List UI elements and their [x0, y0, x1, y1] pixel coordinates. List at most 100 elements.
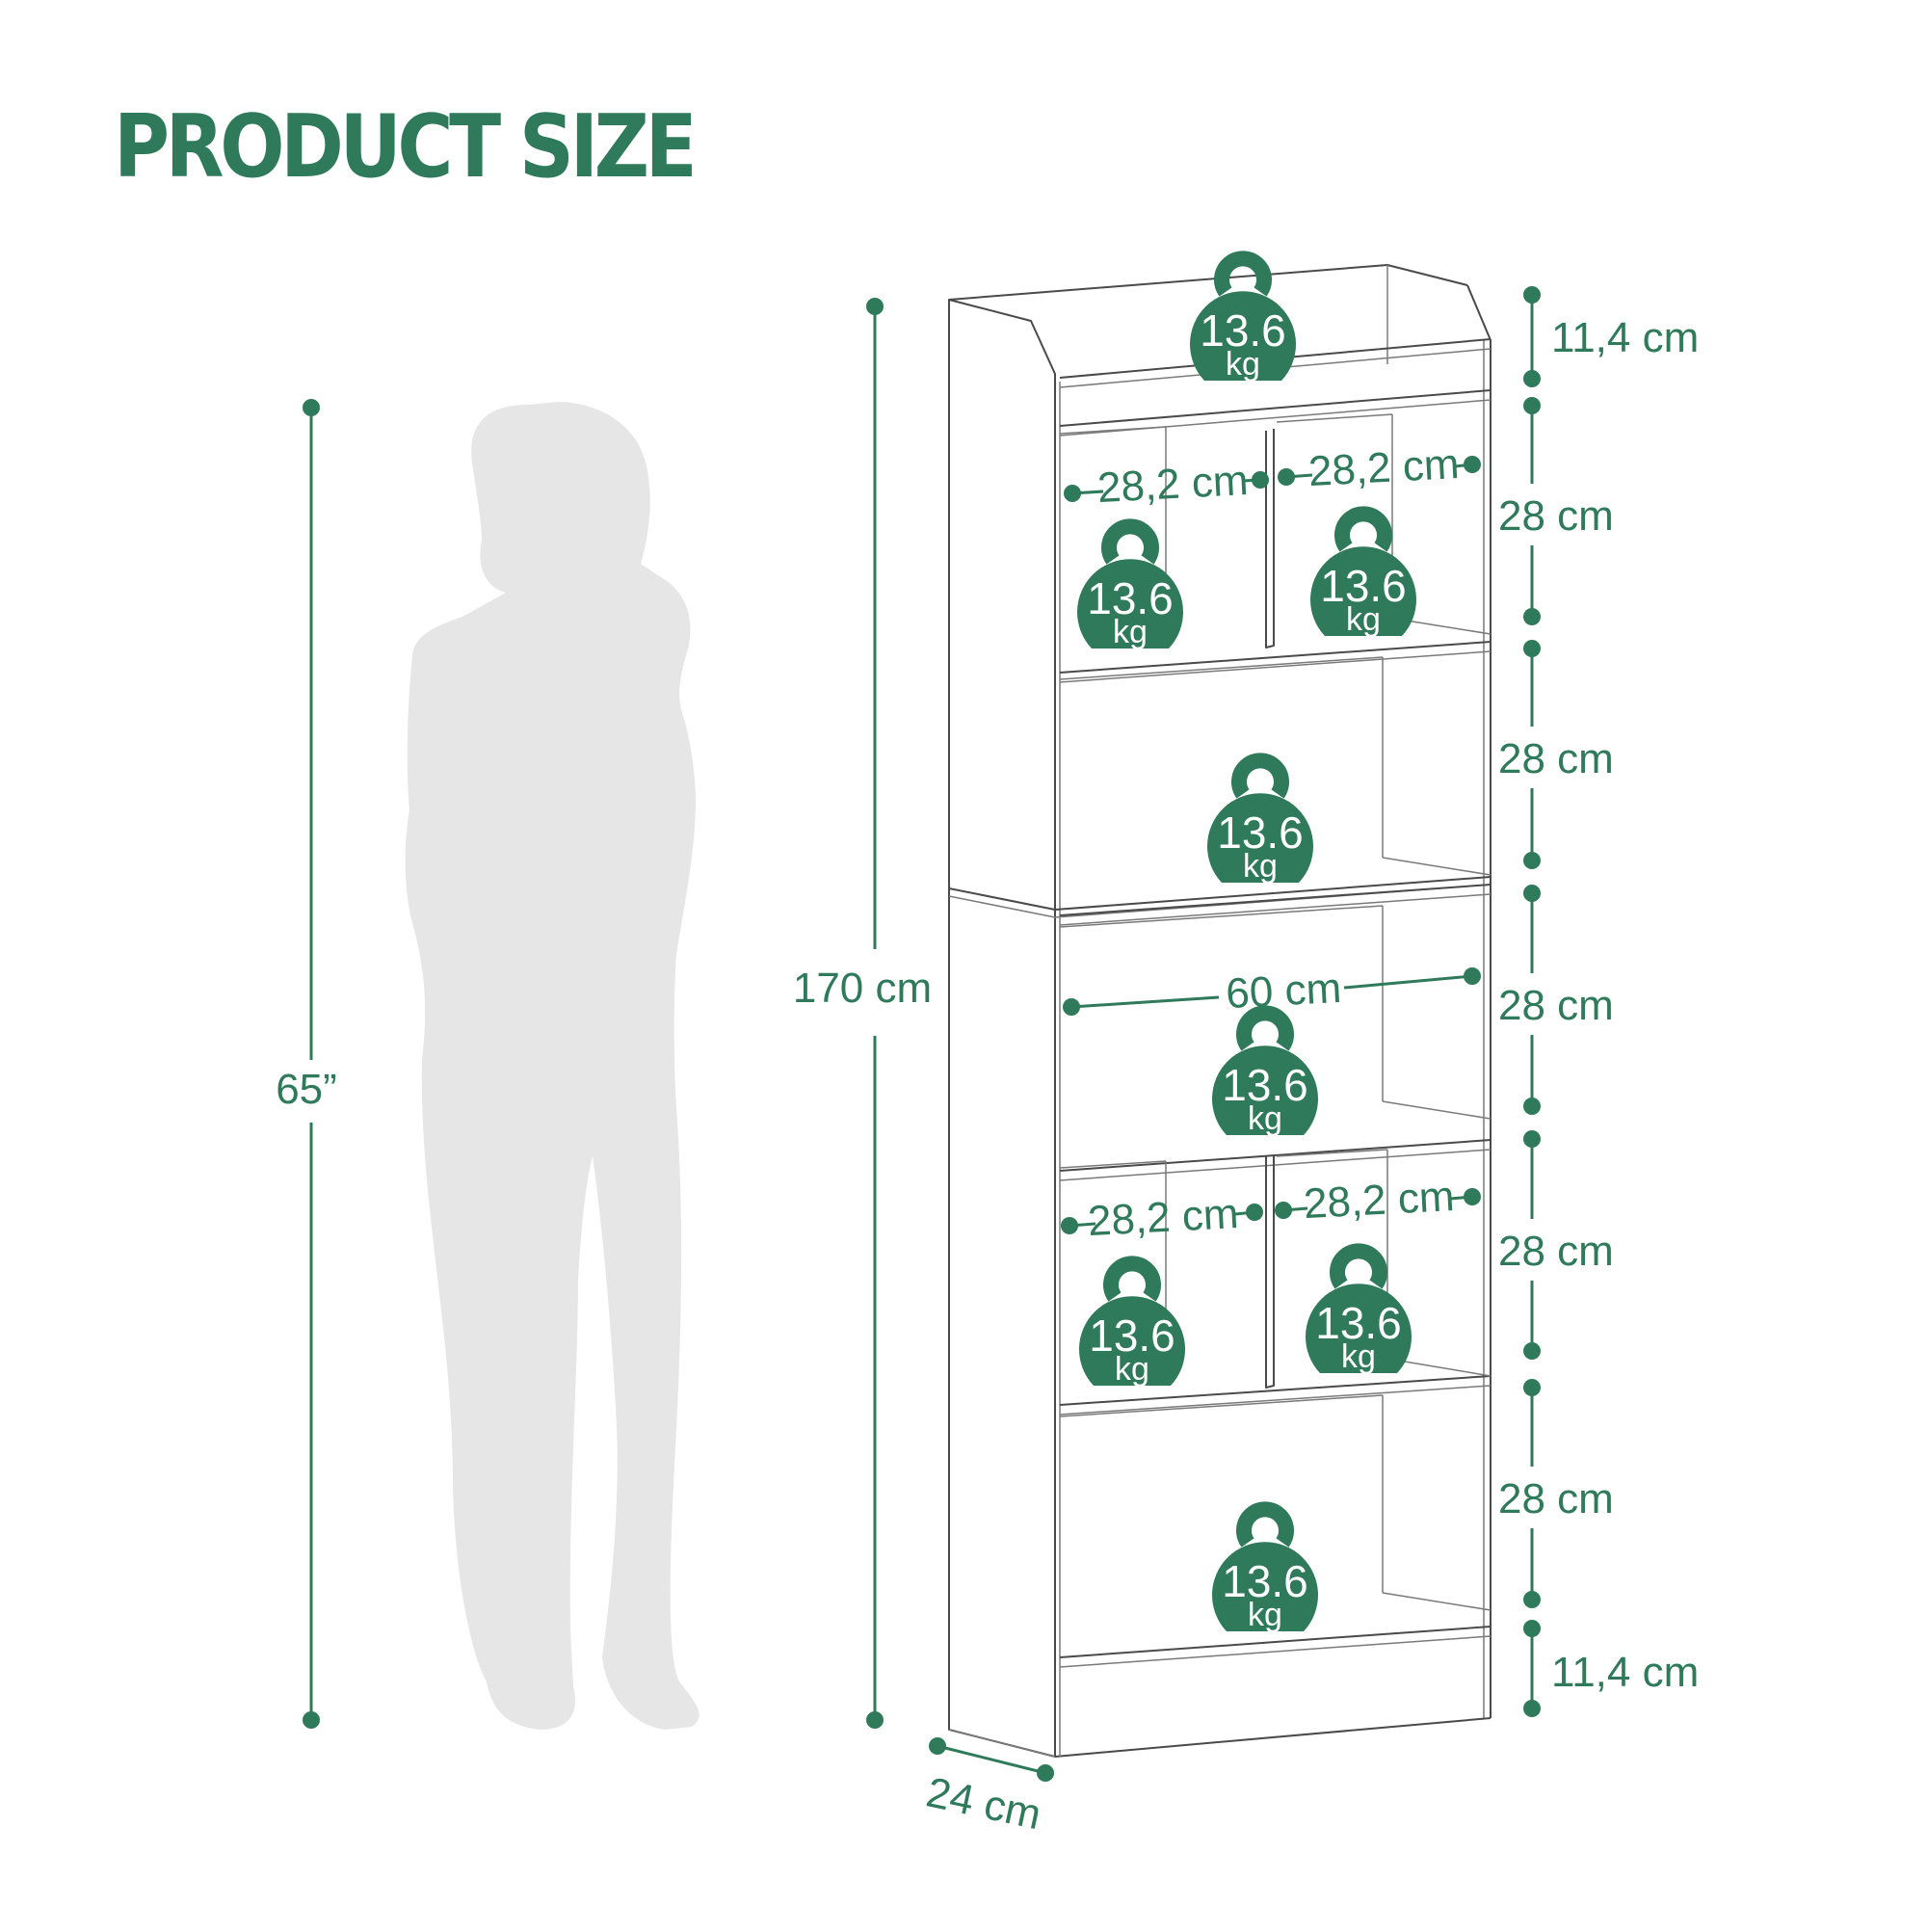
dim-endpoint — [866, 298, 884, 315]
weight-body — [1207, 793, 1313, 883]
dim-endpoint — [1523, 1591, 1541, 1608]
shelf-board-front — [1059, 1626, 1491, 1658]
shelf-board-edge — [1059, 893, 1491, 926]
compartment-height-label-2: 28 cm — [1498, 735, 1614, 782]
shelf-board-edge — [1059, 1149, 1491, 1181]
shelf-boards — [1059, 338, 1491, 1668]
bottom-front-edge — [1054, 1717, 1491, 1758]
weight-value: 13.6 — [1315, 1298, 1402, 1348]
weight-handle — [1214, 251, 1272, 297]
dim-endpoint — [1523, 1700, 1541, 1717]
dim-endpoint — [1278, 468, 1295, 486]
weight-unit: kg — [1248, 1597, 1282, 1633]
top-rail-label: 11,4 cm — [1551, 314, 1699, 361]
weight-body — [1076, 559, 1183, 648]
depth-label: 24 cm — [922, 1768, 1044, 1839]
shelf-board-front — [1059, 884, 1491, 916]
weight-handle — [1231, 753, 1289, 799]
weight-handle — [1236, 1005, 1294, 1051]
dim-endpoint — [303, 399, 320, 416]
total-height-dimension: 170 cm — [793, 298, 932, 1729]
dim-endpoint — [866, 1711, 884, 1729]
dim-endpoint — [1064, 485, 1081, 502]
shelf-surface — [1382, 1100, 1491, 1120]
upper-divider — [1265, 429, 1275, 648]
dim-endpoint — [1523, 397, 1541, 414]
bottom-side-edge — [948, 1729, 1056, 1758]
dim-line — [1343, 974, 1473, 990]
dim-endpoint — [1523, 1379, 1541, 1396]
back-edge — [1059, 656, 1384, 680]
width-label-lower-left: 28,2 cm — [1087, 1190, 1240, 1245]
weight-value: 13.6 — [1320, 561, 1407, 611]
weight-body — [1079, 1296, 1185, 1386]
back-edge — [1276, 1149, 1388, 1157]
weight-body — [1306, 1284, 1412, 1373]
shelf-board-edge — [1059, 1385, 1491, 1416]
weight-value: 13.6 — [1200, 305, 1286, 356]
weight-capacity-badges: 13.6kg13.6kg13.6kg13.6kg13.6kg13.6kg13.6… — [1076, 251, 1416, 1633]
person-height-dimension: 65” — [276, 399, 337, 1729]
silhouette-shape — [405, 402, 700, 1730]
person-silhouette — [405, 402, 700, 1730]
dim-endpoint — [1523, 1098, 1541, 1115]
shelf-surface — [1382, 857, 1491, 876]
shelf-board-front — [1059, 641, 1491, 674]
weight-badge: 13.6kg — [1211, 1501, 1318, 1633]
unit-joint — [948, 876, 1491, 911]
weight-handle — [1334, 506, 1392, 552]
weight-badge: 13.6kg — [1079, 1256, 1185, 1388]
dim-endpoint — [929, 1737, 946, 1755]
shelf-surface — [1382, 1592, 1491, 1611]
dim-endpoint — [1523, 370, 1541, 387]
back-edge — [1276, 413, 1393, 423]
back-edge — [1059, 1160, 1167, 1169]
dim-endpoint — [1464, 1188, 1481, 1205]
weight-value: 13.6 — [1222, 1060, 1308, 1110]
weight-handle — [1103, 1256, 1161, 1302]
compartment-height-label-3: 28 cm — [1498, 982, 1614, 1029]
weight-badge: 13.6kg — [1190, 251, 1296, 383]
dim-line — [1070, 995, 1220, 1009]
weight-body — [1211, 1045, 1318, 1135]
back-edge — [1059, 426, 1167, 435]
dim-endpoint — [1037, 1764, 1054, 1782]
shelf-board-front — [1059, 389, 1491, 427]
weight-unit: kg — [1346, 601, 1381, 638]
width-label-lower-right: 28,2 cm — [1303, 1173, 1456, 1228]
weight-body — [1310, 546, 1416, 636]
weight-handle — [1330, 1243, 1387, 1289]
weight-unit: kg — [1248, 1100, 1282, 1137]
left-side-panel — [948, 299, 1056, 1758]
dim-endpoint — [1464, 456, 1481, 473]
weight-badge: 13.6kg — [1310, 506, 1416, 638]
weight-handle — [1101, 518, 1159, 565]
dim-endpoint — [1523, 286, 1541, 304]
weight-value: 13.6 — [1089, 1310, 1175, 1361]
dim-endpoint — [1523, 1130, 1541, 1148]
dim-endpoint — [1061, 1217, 1078, 1234]
right-panel-edge — [1466, 284, 1491, 1718]
total-height-label: 170 cm — [793, 965, 932, 1012]
weight-body — [1211, 1542, 1318, 1631]
dim-endpoint — [1523, 852, 1541, 869]
dim-endpoint — [1252, 471, 1269, 489]
width-label-upper-left: 28,2 cm — [1096, 457, 1250, 512]
shelf-board-edge — [1059, 650, 1491, 683]
weight-badge: 13.6kg — [1207, 753, 1313, 885]
dim-endpoint — [1464, 967, 1481, 985]
weight-value: 13.6 — [1217, 807, 1304, 858]
weight-body — [1190, 291, 1296, 381]
weight-unit: kg — [1341, 1338, 1376, 1375]
dim-endpoint — [1523, 885, 1541, 902]
weight-unit: kg — [1113, 614, 1148, 650]
top-back-edge — [948, 264, 1468, 301]
bottom-rail-label: 11,4 cm — [1551, 1649, 1699, 1696]
weight-unit: kg — [1226, 346, 1260, 383]
dim-endpoint — [303, 1711, 320, 1729]
dim-endpoint — [1523, 608, 1541, 625]
weight-badge: 13.6kg — [1306, 1243, 1412, 1375]
